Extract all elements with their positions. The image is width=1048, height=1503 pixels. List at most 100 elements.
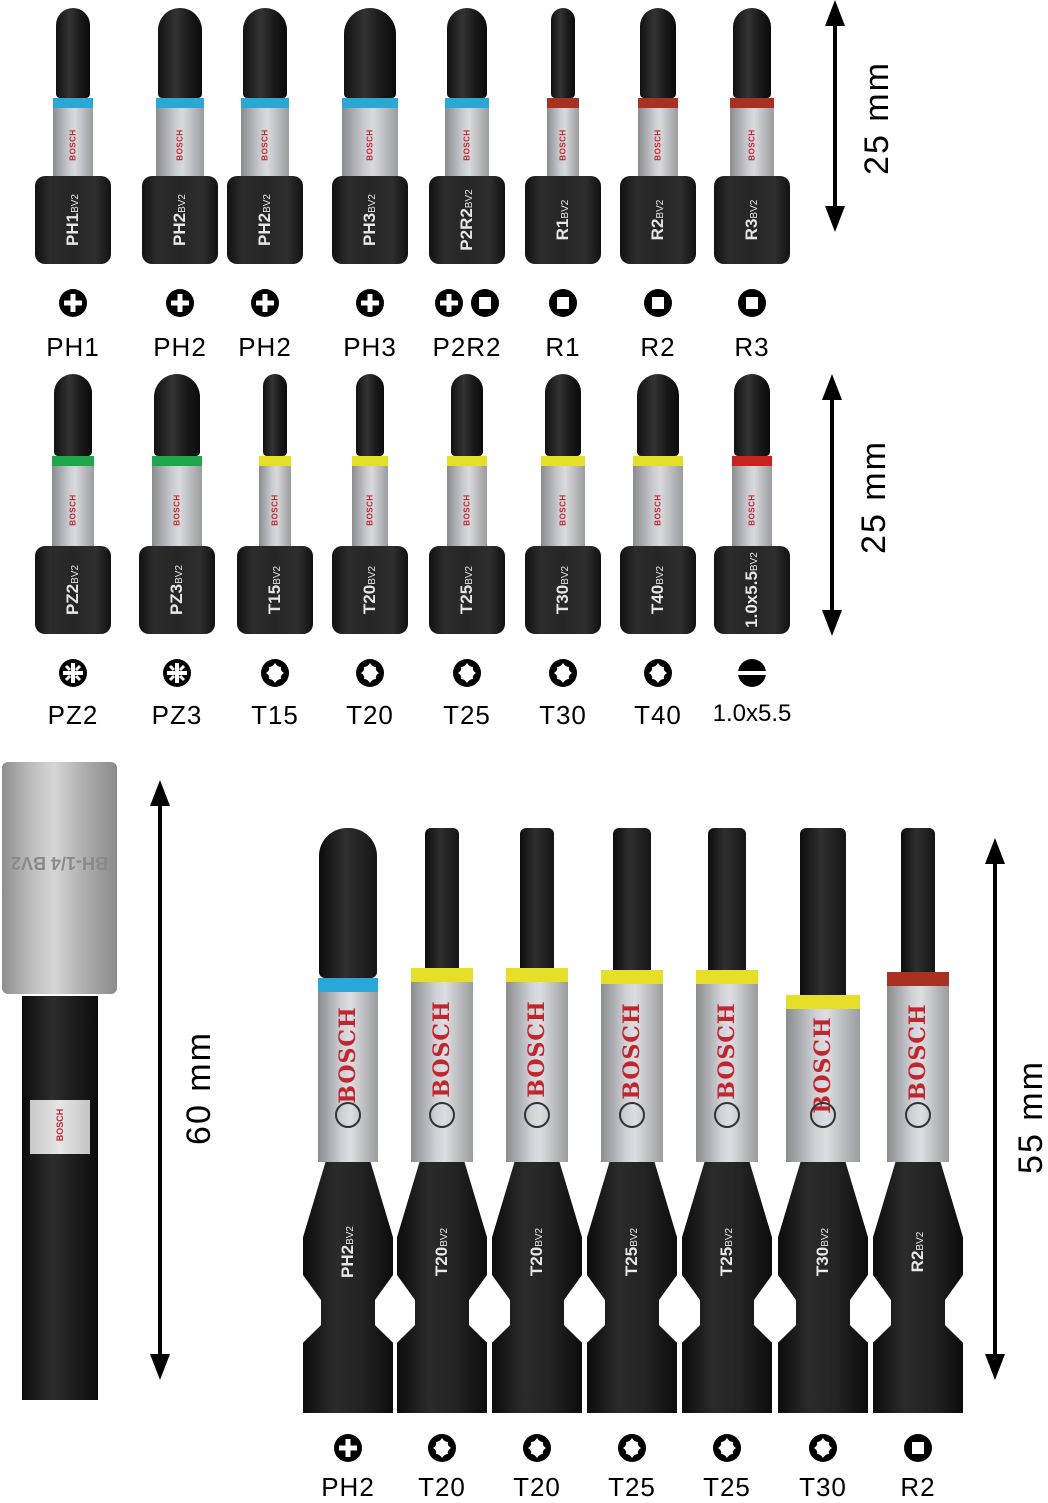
brand-text: BOSCH — [653, 129, 663, 161]
hex-shank: T20BV2 — [397, 1162, 487, 1413]
brand-text: BOSCH — [462, 129, 472, 161]
hex-shank: PH2BV2 — [227, 176, 303, 264]
color-band — [156, 98, 204, 108]
bit-engraving: P2R2BV2 — [457, 189, 476, 251]
hex-shank: T25BV2 — [587, 1162, 677, 1413]
dimension-label-row2: 25 mm — [855, 440, 893, 554]
bit-tip — [263, 374, 287, 456]
bit-r2[interactable]: BOSCH R2BV2 — [620, 8, 696, 264]
torx-icon — [617, 1433, 647, 1463]
brand-text: BOSCH — [55, 1108, 65, 1142]
torx-icon — [548, 658, 578, 688]
dimension-arrow-row1 — [825, 0, 845, 232]
phillips-icon — [355, 288, 385, 318]
bit-tip — [640, 8, 676, 98]
bit-type-label: T15 — [251, 700, 299, 730]
holder-shaft — [22, 996, 98, 1400]
bit-t30[interactable]: BOSCH T30BV2 — [525, 374, 601, 634]
hex-shank: P2R2BV2 — [429, 176, 505, 264]
dimension-label-row3: 55 mm — [1012, 1060, 1048, 1174]
collar: BOSCH — [730, 98, 774, 176]
bit-engraving: T20BV2 — [360, 565, 379, 615]
hex-shank: PZ2BV2 — [35, 546, 111, 634]
color-band — [53, 98, 93, 108]
color-band — [342, 98, 398, 108]
hex-shank: T25BV2 — [429, 546, 505, 634]
bit-type-label: PH2 — [153, 332, 207, 362]
phillips-icon — [58, 288, 88, 318]
arrowhead-down-icon — [825, 206, 845, 232]
bit-engraving: T15BV2 — [265, 565, 284, 615]
bit-tip — [551, 8, 575, 98]
collar: BOSCH — [52, 456, 94, 546]
bit-tip — [733, 8, 771, 98]
bit-t20[interactable]: BOSCH T20BV2 — [332, 374, 408, 634]
brand-text: BOSCH — [462, 494, 472, 526]
bit-type-label: P2R2 — [432, 332, 502, 362]
bit-t25[interactable]: BOSCH T25BV2 — [429, 374, 505, 634]
bosch-logo-icon — [619, 1102, 645, 1128]
brand-text: BOSCH — [68, 494, 78, 526]
bit-tip — [154, 374, 200, 456]
color-band — [730, 98, 774, 108]
bit-engraving: PH2BV2 — [338, 1226, 357, 1278]
bit-tip — [344, 8, 396, 98]
collar: BOSCH — [732, 456, 772, 546]
color-band — [638, 98, 678, 108]
bit-tip — [901, 828, 935, 972]
collar: BOSCH — [601, 970, 663, 1162]
brand-text: BOSCH — [558, 494, 568, 526]
hex-shank: T40BV2 — [620, 546, 696, 634]
brand-text: BOSCH — [524, 1000, 550, 1099]
color-band — [447, 456, 487, 466]
bit-p2r2[interactable]: BOSCH P2R2BV2 — [429, 8, 505, 264]
color-band — [887, 972, 949, 986]
bit-engraving: R2BV2 — [648, 199, 667, 241]
bit-type-label: T25 — [443, 700, 491, 730]
bosch-logo-icon — [524, 1102, 550, 1128]
bit-type-label: R1 — [545, 332, 581, 362]
bit-engraving: PH2BV2 — [170, 194, 189, 246]
pozidriv-icon — [58, 658, 88, 688]
hex-shank: 1.0x5.5BV2 — [714, 546, 790, 634]
hex-shank: PH2BV2 — [142, 176, 218, 264]
square-icon — [643, 288, 673, 318]
square-icon — [548, 288, 578, 318]
bit-tip — [734, 374, 770, 456]
bit-type-label: PH2 — [238, 332, 292, 362]
brand-text: BOSCH — [365, 494, 375, 526]
color-band — [547, 98, 579, 108]
color-band — [696, 970, 758, 984]
bit-pz2[interactable]: BOSCH PZ2BV2 — [35, 374, 111, 634]
hex-shank: PH1BV2 — [35, 176, 111, 264]
hex-shank: PH2BV2 — [303, 1162, 393, 1413]
bit-engraving: T30BV2 — [553, 565, 572, 615]
brand-text: BOSCH — [365, 129, 375, 161]
brand-text: BOSCH — [810, 1016, 836, 1114]
phillips-icon — [333, 1433, 363, 1463]
color-band — [318, 978, 378, 992]
torx-icon — [355, 658, 385, 688]
bit-tip — [447, 8, 487, 98]
bosch-logo-icon — [905, 1102, 931, 1128]
color-band — [352, 456, 388, 466]
torx-icon — [712, 1433, 742, 1463]
